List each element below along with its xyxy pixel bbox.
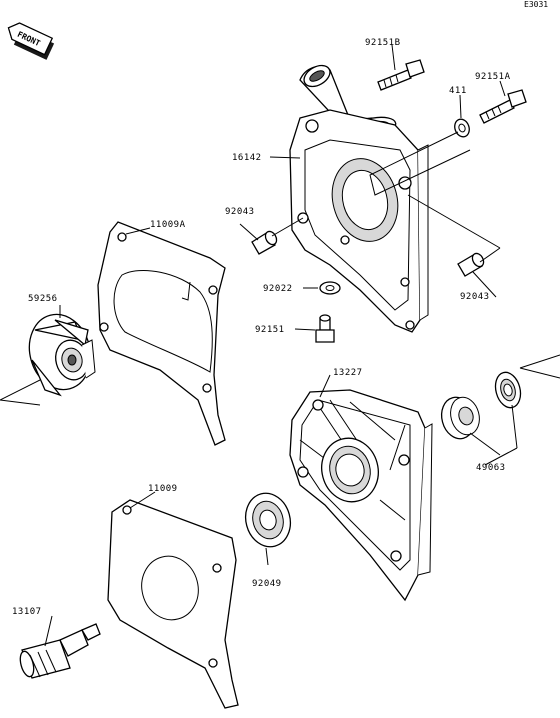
dowel-pin-92043-left	[251, 230, 278, 255]
impeller-59256	[28, 313, 96, 397]
pump-cover-13227	[289, 389, 433, 602]
part-label-92151b: 92151B	[365, 38, 401, 48]
part-label-16142: 16142	[232, 153, 262, 163]
part-label-92043-right: 92043	[460, 292, 490, 302]
axis-line-left	[0, 379, 41, 406]
axis-line-right	[519, 354, 560, 379]
seal-92049	[244, 492, 292, 548]
washer-92022	[319, 281, 341, 295]
dowel-pin-92043-right	[457, 252, 485, 277]
seal-49063-a	[440, 396, 480, 440]
bolt-92151	[315, 314, 335, 343]
gasket-11009	[107, 499, 239, 709]
part-label-92151: 92151	[255, 325, 285, 335]
seal-49063-b	[494, 371, 522, 409]
bolt-92151a	[479, 89, 527, 124]
front-direction-arrow: FRONT	[7, 22, 55, 60]
part-label-49063: 49063	[476, 463, 506, 473]
part-label-11009a: 11009A	[150, 220, 186, 230]
part-labels: 92151B 411 92151A 16142 11009A 92043 920…	[12, 38, 511, 617]
gasket-11009a	[97, 221, 226, 446]
leader-lines	[44, 44, 518, 647]
part-label-411: 411	[449, 86, 467, 96]
part-label-11009: 11009	[148, 484, 178, 494]
part-label-13107: 13107	[12, 607, 42, 617]
bolt-92151b	[377, 59, 425, 91]
part-label-92151a: 92151A	[475, 72, 511, 82]
part-label-13227: 13227	[333, 368, 363, 378]
washer-411	[454, 118, 470, 138]
pump-housing-16142	[289, 64, 429, 333]
shaft-13107	[19, 623, 101, 679]
part-label-59256: 59256	[28, 294, 58, 304]
part-label-92043-left: 92043	[225, 207, 255, 217]
diagram-id: E3031	[524, 0, 548, 9]
part-label-92049: 92049	[252, 579, 282, 589]
part-label-92022: 92022	[263, 284, 293, 294]
